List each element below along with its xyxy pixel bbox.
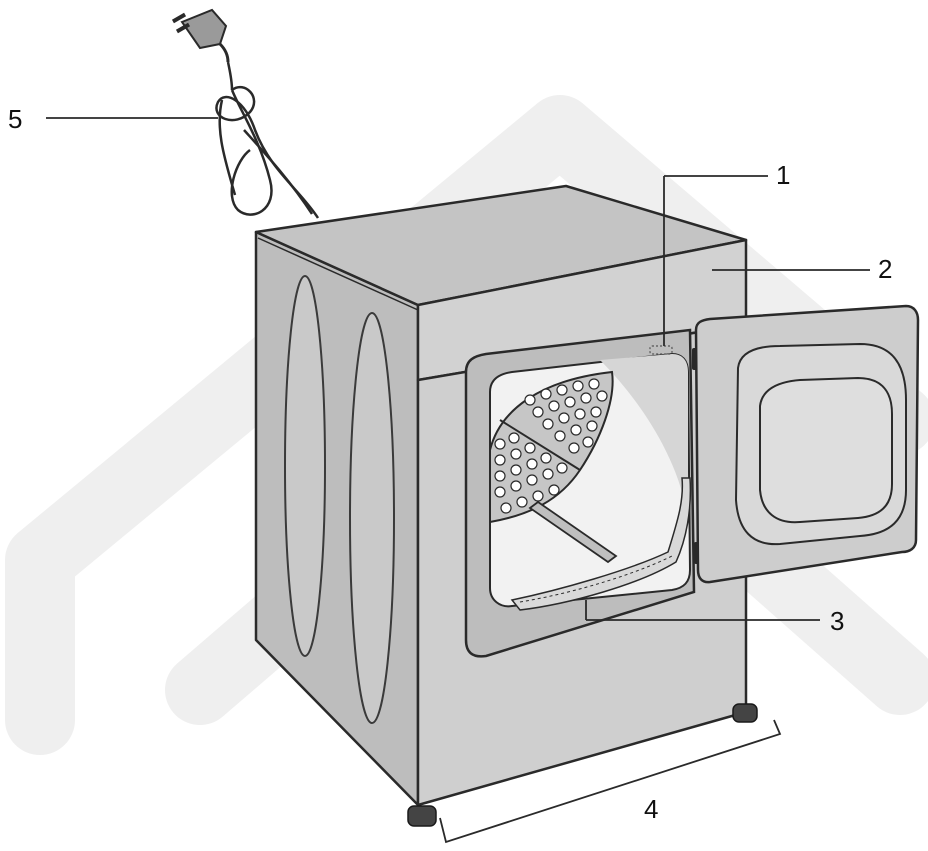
power-plug: [171, 8, 230, 63]
power-cord: [215, 61, 320, 219]
door-switch-indicator: [649, 345, 673, 355]
drum-baffle: [528, 500, 618, 564]
lint-filter: [510, 477, 692, 611]
callout-5: 5: [8, 104, 22, 134]
callout-2: 2: [878, 254, 892, 284]
leveling-leg-front-left: [407, 805, 437, 827]
side-panel-oval-front: [349, 312, 395, 724]
leveling-leg-front-right: [732, 703, 758, 723]
leader-lines: [46, 117, 870, 844]
callout-3: 3: [830, 606, 844, 636]
door-window-glass: [759, 376, 893, 524]
callout-4: 4: [644, 794, 658, 824]
side-panel-oval-rear: [284, 275, 326, 657]
drum-rear-wall: [489, 370, 614, 524]
callout-1: 1: [776, 160, 790, 190]
